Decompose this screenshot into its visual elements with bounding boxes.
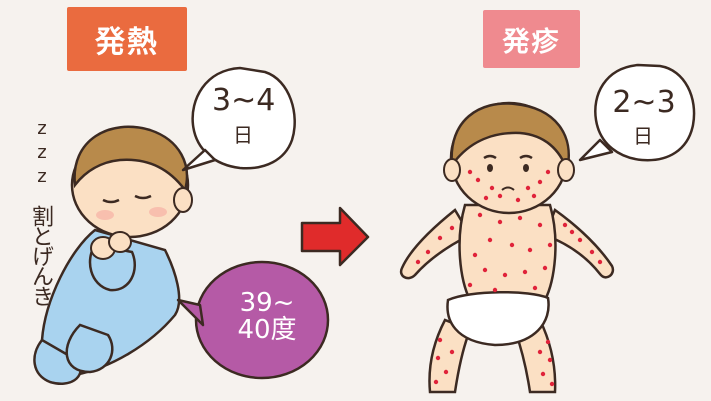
rash-dot [590,250,594,254]
rash-label: 発疹 [483,10,580,68]
rash-dot [450,350,454,354]
rash-dot [550,382,554,386]
rash-dot [578,238,582,242]
sleep-z-2: z [32,142,52,164]
rash-dot [548,358,552,362]
rash-baby [401,103,613,392]
rash-dot [526,186,530,190]
rash-dot [498,220,502,224]
rash-duration-value: 2~3 [612,88,676,118]
rash-dot [538,350,542,354]
rash-dot [444,370,448,374]
temperature-unit: 40度 [212,317,322,344]
rash-dot [416,260,420,264]
rash-dot [538,223,542,227]
rash-dot [484,196,488,200]
rash-dot [570,230,574,234]
rash-dot [434,380,438,384]
rash-dot [488,238,492,242]
mood-text: 割とげんき [24,205,56,355]
rash-dot [546,340,550,344]
rash-dot [436,356,440,360]
rash-dot [450,226,454,230]
rash-dot [503,273,507,277]
fever-duration-unit: 日 [230,125,256,145]
rash-dot [510,243,514,247]
rash-dot [532,194,536,198]
temperature-range: 39~ [212,290,322,317]
rash-dot [438,236,442,240]
rash-dot [528,248,532,252]
rash-dot [473,253,477,257]
rash-dot [468,170,472,174]
rash-dot [478,213,482,217]
rash-dot [493,288,497,292]
rash-dot [598,260,602,264]
transition-arrow-icon [302,208,368,265]
rash-dot [533,286,537,290]
rash-dot [426,250,430,254]
rash-dot [538,180,542,184]
rash-dot [490,186,494,190]
fever-duration-value: 3~4 [212,86,274,116]
rash-dot [468,283,472,287]
rash-dot [498,194,502,198]
rash-dot [541,372,545,376]
rash-dot [438,338,442,342]
rash-dot [476,178,480,182]
fever-baby [34,127,192,384]
rash-dot [518,216,522,220]
fever-label: 発熱 [67,7,187,71]
rash-dot [523,270,527,274]
rash-dot [516,198,520,202]
temperature-text: 39~ 40度 [212,290,322,345]
rash-dot [563,223,567,227]
rash-dot [548,243,552,247]
sleep-z-3: z [32,166,52,188]
rash-dot [546,170,550,174]
rash-duration-unit: 日 [630,126,656,146]
rash-dot [543,266,547,270]
rash-dot [483,268,487,272]
sleep-z-1: z [32,118,52,140]
